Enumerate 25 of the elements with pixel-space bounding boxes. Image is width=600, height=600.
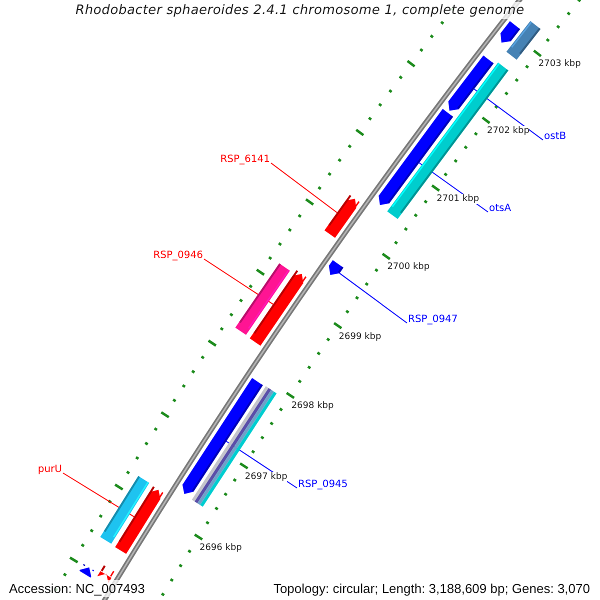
gene-bar [100, 476, 150, 544]
gene-bar [97, 565, 114, 583]
gene-label: otsA [489, 203, 512, 215]
gene-label: purU [38, 464, 62, 476]
tick-label: 2703 kbp [538, 59, 581, 70]
gene-label: RSP_0946 [153, 250, 203, 262]
gene-label: ostB [544, 131, 566, 143]
gene-label: RSP_0945 [298, 479, 348, 491]
gene-label: RSP_6141 [220, 154, 270, 166]
gene-bar [79, 564, 94, 578]
gene-label: RSP_0947 [408, 314, 458, 326]
tick-label: 2698 kbp [291, 401, 334, 412]
gene-bar [328, 260, 344, 276]
tick-label: 2696 kbp [199, 543, 242, 554]
tick-label: 2702 kbp [487, 126, 530, 136]
tick-label: 2697 kbp [244, 472, 288, 482]
gene-bar [235, 263, 290, 335]
tick-label: 2700 kbp [387, 262, 430, 272]
gene-bar [506, 21, 541, 60]
tick-label: 2699 kbp [338, 332, 382, 342]
leader-line [339, 272, 408, 324]
gene-bar [324, 194, 360, 238]
tick-label: 2701 kbp [436, 194, 480, 204]
gene-bar [500, 21, 520, 43]
leader-line [270, 162, 338, 214]
